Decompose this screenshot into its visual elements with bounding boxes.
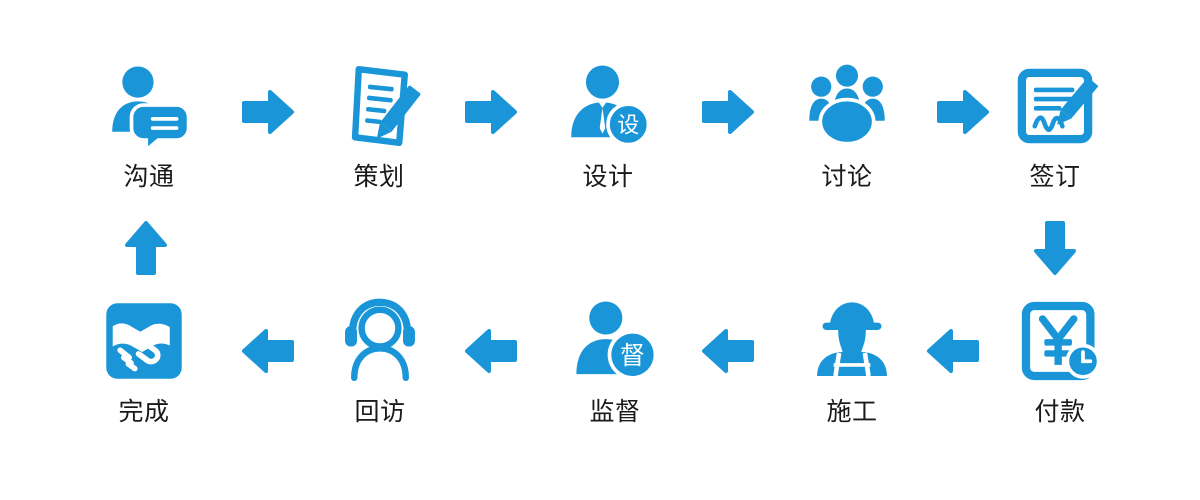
worker-helmet-icon bbox=[806, 295, 898, 387]
arrow-right-icon bbox=[240, 86, 296, 138]
arrow-left-icon bbox=[240, 325, 296, 377]
yen-clock-invoice-icon bbox=[1014, 295, 1106, 387]
arrow-down-icon bbox=[1029, 218, 1081, 278]
step-plan[interactable]: 策划 bbox=[304, 60, 454, 189]
step-label: 沟通 bbox=[123, 162, 175, 191]
step-sign[interactable]: 签订 bbox=[980, 60, 1130, 189]
person-supervise-badge-icon: 督 bbox=[569, 295, 661, 387]
step-payment[interactable]: 付款 bbox=[985, 295, 1135, 424]
step-communicate[interactable]: 沟通 bbox=[74, 60, 224, 189]
arrow-right-icon bbox=[700, 86, 756, 138]
arrow-left-icon bbox=[700, 325, 756, 377]
person-chat-icon bbox=[103, 60, 195, 152]
step-discuss[interactable]: 讨论 bbox=[772, 60, 922, 189]
svg-text:督: 督 bbox=[620, 341, 645, 370]
contract-signature-icon bbox=[1009, 60, 1101, 152]
step-label: 设计 bbox=[582, 162, 634, 191]
person-design-badge-icon: 设 bbox=[562, 60, 654, 152]
step-construct[interactable]: 施工 bbox=[777, 295, 927, 424]
step-label: 回访 bbox=[354, 397, 406, 426]
step-label: 讨论 bbox=[821, 162, 873, 191]
step-followup[interactable]: 回访 bbox=[305, 295, 455, 424]
step-supervise[interactable]: 督 监督 bbox=[540, 295, 690, 424]
headset-person-icon bbox=[334, 295, 426, 387]
document-pencil-icon bbox=[333, 60, 425, 152]
arrow-right-icon bbox=[935, 86, 991, 138]
arrow-left-icon bbox=[925, 325, 981, 377]
step-label: 付款 bbox=[1034, 397, 1086, 426]
step-label: 签订 bbox=[1029, 162, 1081, 191]
step-label: 策划 bbox=[353, 162, 405, 191]
group-meeting-icon bbox=[801, 60, 893, 152]
step-design[interactable]: 设 设计 bbox=[533, 60, 683, 189]
step-label: 施工 bbox=[826, 397, 878, 426]
arrow-left-icon bbox=[463, 325, 519, 377]
step-label: 完成 bbox=[118, 397, 170, 426]
svg-text:设: 设 bbox=[617, 114, 639, 139]
arrow-right-icon bbox=[463, 86, 519, 138]
step-complete[interactable]: 完成 bbox=[69, 295, 219, 424]
handshake-icon bbox=[98, 295, 190, 387]
arrow-up-icon bbox=[120, 218, 172, 278]
step-label: 监督 bbox=[589, 397, 641, 426]
